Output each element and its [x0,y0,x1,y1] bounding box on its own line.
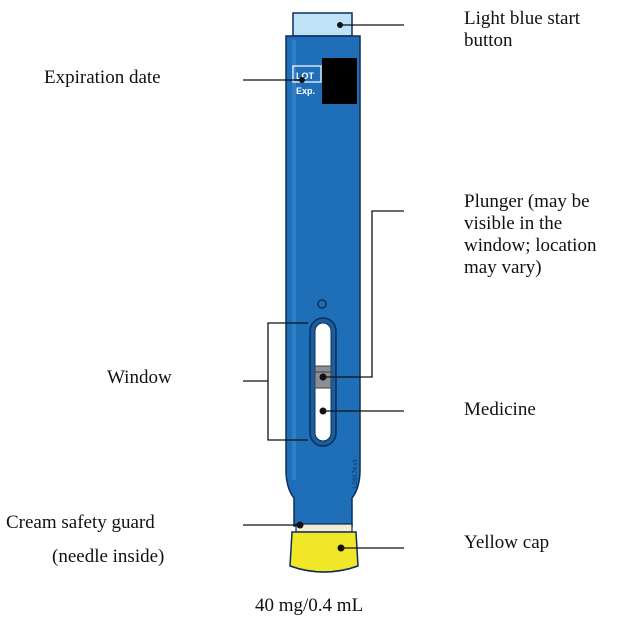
label-yellow-cap: Yellow cap [464,532,550,553]
cap-shape [289,531,359,573]
label-needle-inside: (needle inside) [52,546,165,567]
lot-box [292,65,322,83]
label-safety-guard: Cream safety guard [6,512,155,533]
start-button-dot [337,22,343,28]
safety-guard-shape [295,523,353,533]
exp-text: Exp. [296,86,315,96]
cap-dot [337,544,345,552]
expiration-dot [299,77,305,83]
serial-text: LD0174 v1 [353,458,359,488]
safety-guard-dot [296,521,304,529]
window-bracket [267,322,308,441]
label-black-block [322,58,357,104]
medicine-dot [319,407,327,415]
cap-rim [289,565,359,573]
label-plunger: Plunger (may be visible in the window; l… [464,191,597,278]
lot-text: LOT [296,71,314,81]
label-start-button: Light blue start button [464,8,581,51]
pen-body [285,35,361,527]
indicator-circle [317,299,327,309]
label-window: Window [107,367,172,388]
body-highlight [292,40,296,480]
plunger-dot [319,373,327,381]
label-expiration-date: Expiration date [44,67,161,88]
label-dose: 40 mg/0.4 mL [255,595,364,616]
label-medicine: Medicine [464,399,536,420]
plunger-leader [323,210,404,378]
